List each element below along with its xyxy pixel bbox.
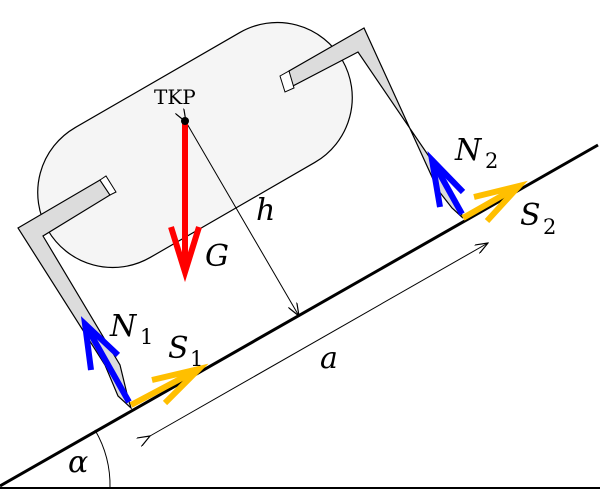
normal1-label: N [109,309,138,344]
normal2-label: N [454,133,483,168]
angle-arc [94,429,111,489]
right-leg-pad [279,70,295,93]
height-h-arrow [186,122,299,316]
friction2-sub: 2 [543,215,556,239]
friction2-label: S [520,198,541,233]
friction1-label: S [168,331,189,366]
friction1-sub: 1 [190,347,203,371]
friction-force-1-arrow [129,363,209,408]
normal-force-2-arrow [427,150,466,216]
weight-arrow [168,122,202,283]
left-leg-pad [99,175,117,196]
distance-label: a [320,341,338,376]
tkp-label: TKP [154,85,196,109]
center-of-mass-dot [181,117,189,125]
angle-label: α [68,445,88,480]
normal2-sub: 2 [485,149,498,173]
normal1-sub: 1 [140,325,153,349]
vehicle-body [37,21,353,269]
distance-a-arrow [150,243,488,436]
height-label: h [256,193,275,228]
friction-force-2-arrow [461,180,528,224]
normal-force-1-arrow [80,316,132,404]
weight-label: G [205,239,229,274]
